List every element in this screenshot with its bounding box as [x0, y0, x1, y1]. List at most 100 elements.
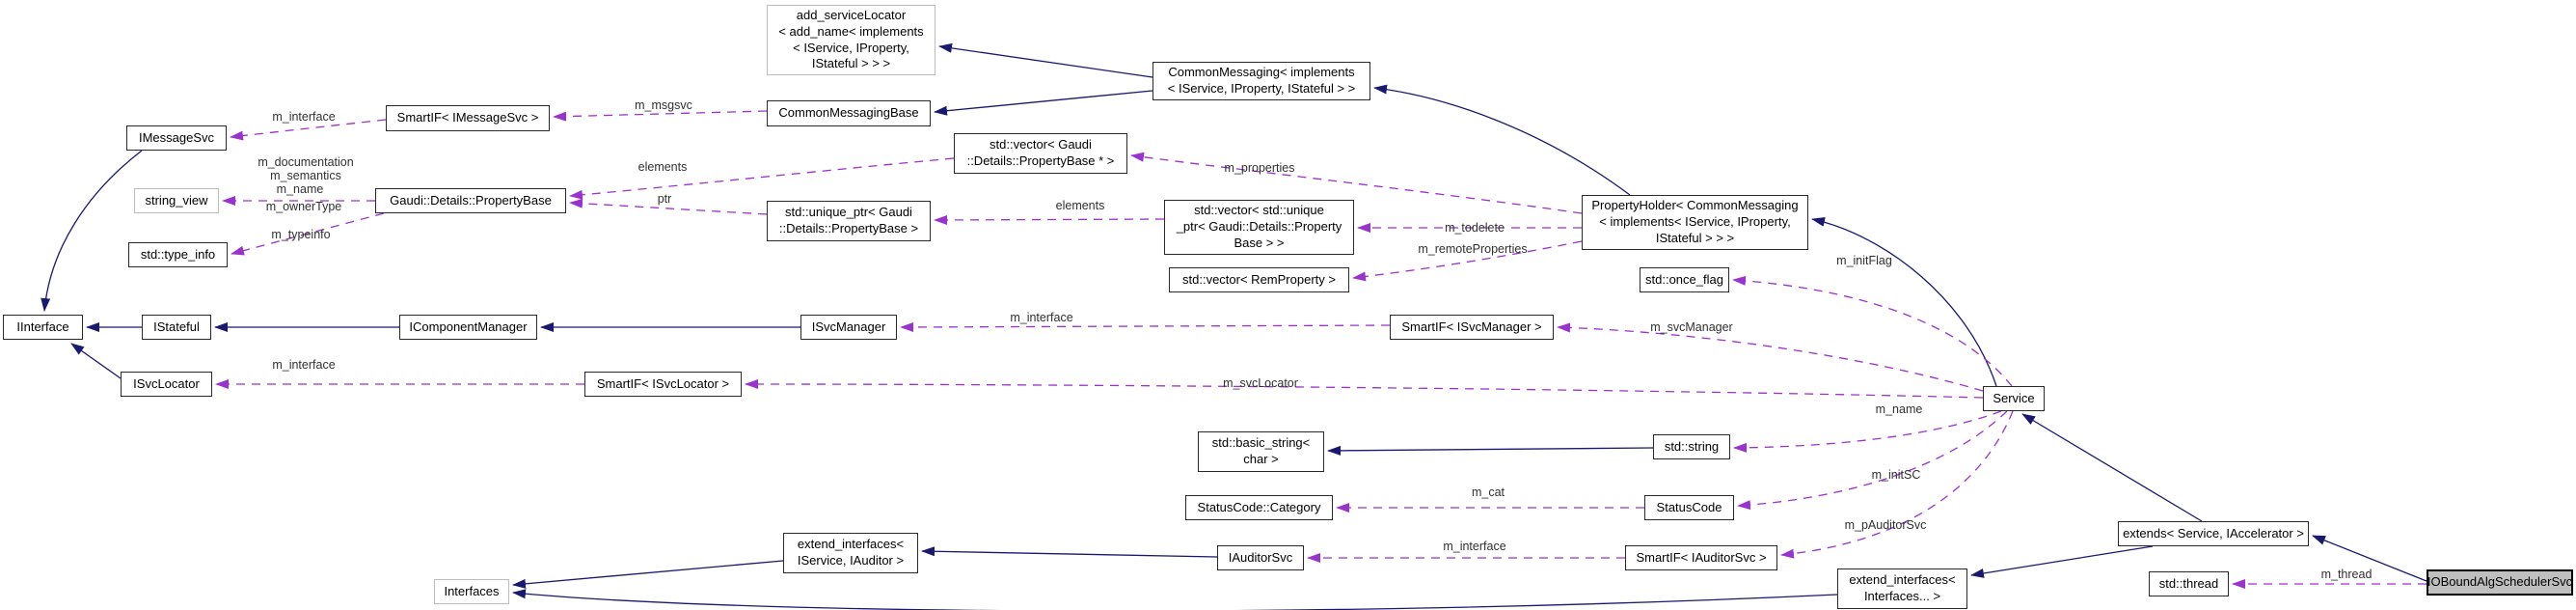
node-label-extends_Service_IAccelerator: extends< Service, IAccelerator >: [2123, 525, 2304, 541]
node-IStateful[interactable]: IStateful: [142, 315, 211, 340]
node-label-string_view: string_view: [145, 192, 208, 208]
node-CommonMessaging[interactable]: CommonMessaging< implements < IService, …: [1152, 62, 1370, 100]
edge-label-m_semantics-3: m_semantics: [270, 169, 341, 182]
edge-label-m_msgsvc-1: m_msgsvc: [635, 98, 692, 112]
node-label-IInterface: IInterface: [16, 319, 69, 334]
edge-PropertyHolder-to-vector_PropertyBase_ptr: [1130, 152, 1583, 214]
edge-label-m_ownerType-5: m_ownerType: [265, 200, 342, 213]
node-ISvcManager[interactable]: ISvcManager: [800, 315, 897, 340]
node-PropertyHolder[interactable]: PropertyHolder< CommonMessaging < implem…: [1582, 195, 1808, 250]
node-label-basic_string: std::basic_string< char >: [1211, 435, 1311, 466]
node-IOBoundAlgSchedulerSvc: IOBoundAlgSchedulerSvc: [2427, 569, 2573, 596]
node-unique_ptr_PropertyBase[interactable]: std::unique_ptr< Gaudi ::Details::Proper…: [767, 201, 931, 241]
edge-label-m_initFlag-13: m_initFlag: [1836, 254, 1892, 267]
node-label-IMessageSvc: IMessageSvc: [138, 129, 215, 145]
edge-label-m_typeinfo-6: m_typeinfo: [271, 228, 331, 241]
edge-label-m_initSC-19: m_initSC: [1871, 468, 1921, 482]
node-IMessageSvc[interactable]: IMessageSvc: [126, 125, 227, 151]
node-label-once_flag: std::once_flag: [1645, 271, 1723, 287]
node-vector_PropertyBase_ptr[interactable]: std::vector< Gaudi ::Details::PropertyBa…: [954, 133, 1127, 174]
edge-IOBoundAlgSchedulerSvc-to-extends_Service_IAccelerator: [2312, 535, 2427, 582]
edge-vector_PropertyBase_ptr-to-PropertyBase: [569, 157, 955, 200]
node-string[interactable]: std::string: [1653, 434, 1730, 459]
node-IAuditorSvc[interactable]: IAuditorSvc: [1217, 545, 1304, 570]
node-label-IStateful: IStateful: [153, 319, 200, 334]
edge-PropertyHolder-to-CommonMessaging: [1373, 84, 1631, 196]
edge-ISvcLocator-to-IInterface: [70, 343, 122, 379]
node-StatusCode[interactable]: StatusCode: [1644, 495, 1734, 520]
edge-Service-to-PropertyHolder: [1811, 216, 1997, 387]
edge-PropertyHolder-to-vector_RemProperty: [1352, 240, 1583, 282]
node-label-type_info: std::type_info: [140, 246, 216, 262]
edge-extends_Service_IAccelerator-to-Service: [2021, 413, 2203, 522]
node-label-unique_ptr_PropertyBase: std::unique_ptr< Gaudi ::Details::Proper…: [778, 205, 919, 236]
node-CommonMessagingBase[interactable]: CommonMessagingBase: [767, 100, 931, 126]
edge-Service-to-SmartIF_ISvcLocator: [745, 379, 1984, 399]
edge-PropertyBase-to-type_info: [230, 212, 385, 256]
node-vector_RemProperty[interactable]: std::vector< RemProperty >: [1169, 267, 1349, 292]
node-label-Service: Service: [1993, 390, 2035, 405]
node-SmartIF_ISvcManager[interactable]: SmartIF< ISvcManager >: [1390, 315, 1554, 340]
node-label-extend_interfaces_IService_IAuditor: extend_interfaces< IService, IAuditor >: [797, 537, 905, 568]
node-ISvcLocator[interactable]: ISvcLocator: [121, 372, 212, 397]
node-SmartIF_ISvcLocator[interactable]: SmartIF< ISvcLocator >: [584, 372, 742, 397]
edge-extend_interfaces_IService_IAuditor-to-Interfaces: [512, 560, 784, 589]
node-IInterface[interactable]: IInterface: [3, 315, 83, 340]
edge-Service-to-SmartIF_ISvcManager: [1557, 322, 1984, 392]
edge-label-m_interface-0: m_interface: [272, 110, 336, 124]
node-string_view: string_view: [134, 188, 219, 213]
node-SmartIF_IAuditorSvc[interactable]: SmartIF< IAuditorSvc >: [1625, 545, 1777, 570]
edge-label-elements-7: elements: [637, 160, 688, 174]
node-label-string: std::string: [1664, 438, 1720, 454]
node-std_thread[interactable]: std::thread: [2149, 571, 2229, 596]
node-label-vector_PropertyBase_ptr: std::vector< Gaudi ::Details::PropertyBa…: [966, 137, 1115, 168]
node-label-std_thread: std::thread: [2158, 575, 2219, 591]
node-label-vector_RemProperty: std::vector< RemProperty >: [1182, 271, 1336, 287]
edge-extend_interfaces_Interfaces-to-Interfaces: [512, 589, 1838, 610]
edge-Service-to-StatusCode: [1737, 410, 2008, 511]
edge-label-m_interface-14: m_interface: [1010, 311, 1073, 324]
edge-Service-to-SmartIF_IAuditorSvc: [1780, 410, 2014, 559]
node-label-StatusCode_Category: StatusCode::Category: [1197, 499, 1321, 514]
node-label-add_serviceLocator: add_serviceLocator < add_name< implement…: [778, 7, 924, 71]
node-PropertyBase[interactable]: Gaudi::Details::PropertyBase: [375, 188, 566, 213]
edge-string-to-basic_string: [1327, 445, 1654, 456]
edge-SmartIF_IMessageSvc-to-IMessageSvc: [230, 119, 387, 141]
node-label-extend_interfaces_Interfaces: extend_interfaces< Interfaces... >: [1849, 572, 1956, 603]
node-label-CommonMessagingBase: CommonMessagingBase: [778, 105, 919, 121]
edge-label-m_interface-16: m_interface: [272, 358, 336, 372]
node-type_info[interactable]: std::type_info: [128, 242, 228, 267]
node-label-vector_unique_ptr: std::vector< std::unique _ptr< Gaudi::De…: [1176, 203, 1342, 250]
node-basic_string[interactable]: std::basic_string< char >: [1198, 431, 1324, 472]
node-extends_Service_IAccelerator[interactable]: extends< Service, IAccelerator >: [2118, 521, 2309, 546]
edge-CommonMessaging-to-add_serviceLocator: [938, 42, 1153, 78]
node-IComponentManager[interactable]: IComponentManager: [399, 315, 537, 340]
node-extend_interfaces_Interfaces[interactable]: extend_interfaces< Interfaces... >: [1837, 568, 1967, 609]
edge-label-m_interface-22: m_interface: [1443, 540, 1506, 553]
edge-IAuditorSvc-to-extend_interfaces_IService_IAuditor: [921, 546, 1218, 558]
node-vector_unique_ptr[interactable]: std::vector< std::unique _ptr< Gaudi::De…: [1164, 200, 1354, 255]
edge-label-m_remoteProperties-12: m_remoteProperties: [1418, 242, 1528, 256]
node-label-SmartIF_IMessageSvc: SmartIF< IMessageSvc >: [396, 110, 539, 125]
node-SmartIF_IMessageSvc[interactable]: SmartIF< IMessageSvc >: [386, 105, 550, 131]
node-extend_interfaces_IService_IAuditor[interactable]: extend_interfaces< IService, IAuditor >: [783, 533, 918, 573]
edge-label-m_pAuditorSvc-21: m_pAuditorSvc: [1844, 518, 1927, 532]
node-label-IComponentManager: IComponentManager: [409, 319, 528, 334]
edge-CommonMessaging-to-CommonMessagingBase: [934, 90, 1153, 116]
edge-label-m_svcManager-15: m_svcManager: [1650, 320, 1733, 334]
edge-vector_unique_ptr-to-unique_ptr_PropertyBase: [934, 214, 1165, 225]
node-Service[interactable]: Service: [1983, 386, 2045, 411]
edge-label-m_name-4: m_name: [276, 182, 324, 196]
edge-label-m_todelete-11: m_todelete: [1445, 221, 1505, 235]
node-once_flag[interactable]: std::once_flag: [1640, 267, 1729, 292]
node-Interfaces: Interfaces: [434, 579, 509, 604]
node-StatusCode_Category[interactable]: StatusCode::Category: [1185, 495, 1333, 520]
edge-extends_Service_IAccelerator-to-extend_interfaces_Interfaces: [1970, 545, 2154, 578]
node-label-PropertyBase: Gaudi::Details::PropertyBase: [390, 192, 552, 208]
node-label-ISvcManager: ISvcManager: [811, 319, 886, 334]
node-label-SmartIF_ISvcLocator: SmartIF< ISvcLocator >: [596, 375, 730, 391]
edge-label-m_documentation-2: m_documentation: [258, 155, 354, 169]
edge-label-m_name-18: m_name: [1875, 402, 1923, 416]
